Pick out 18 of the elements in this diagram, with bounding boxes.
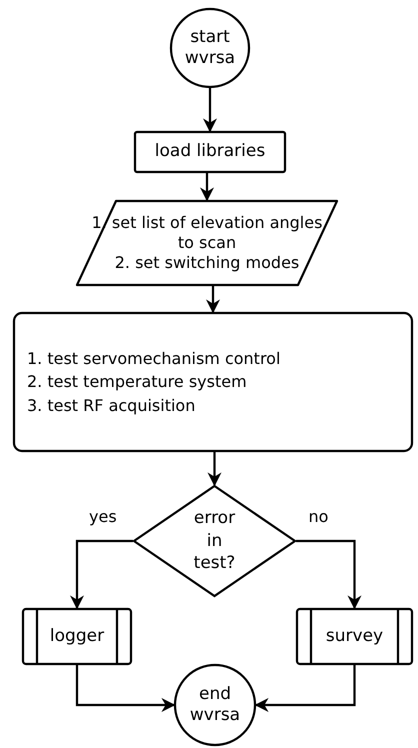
arrow (76, 665, 176, 712)
list-item-text: 3. test RF acquisition (26, 394, 196, 417)
node-label: error in test? (192, 506, 236, 576)
node-label: end wvrsa (188, 684, 242, 726)
arrow (206, 286, 220, 314)
node-label: logger (50, 626, 104, 648)
list-item-text: 1. test servomechanism control (26, 348, 280, 370)
node-label: 2. set switching modes (114, 253, 300, 273)
arrow (70, 540, 133, 610)
node-label: survey (326, 626, 384, 648)
arrow (203, 88, 217, 132)
arrow (208, 452, 222, 486)
list-item-text: 2. test temperature system (26, 371, 247, 394)
arrow (296, 540, 362, 610)
node-label: load libraries (154, 141, 266, 163)
node-label: start wvrsa (184, 26, 236, 70)
arrow (200, 173, 214, 202)
arrow (254, 665, 356, 712)
